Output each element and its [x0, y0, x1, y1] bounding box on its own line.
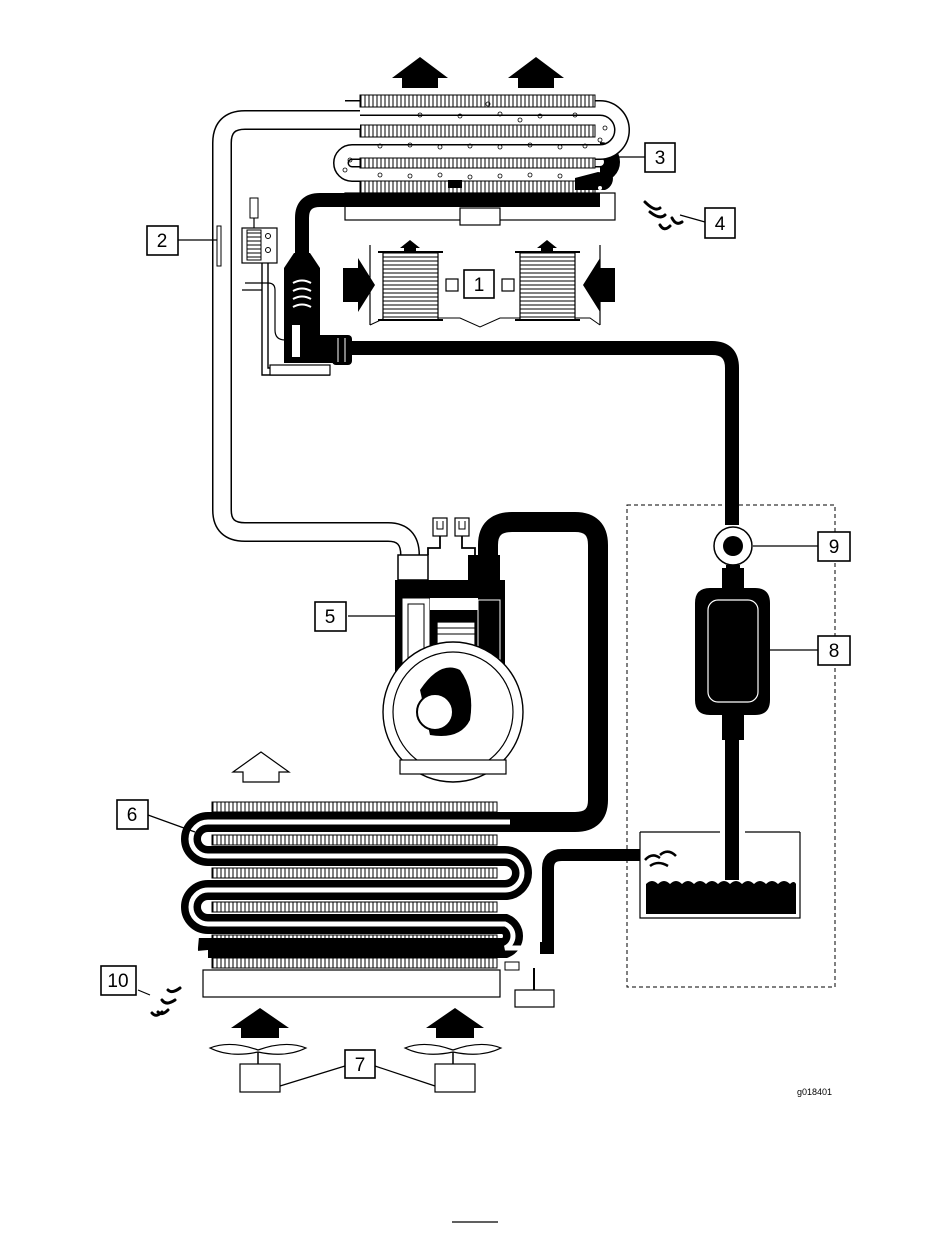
hot-air-outline-arrow [233, 752, 289, 782]
callout-1: 1 [464, 270, 494, 298]
callout-6: 6 [117, 800, 148, 829]
callout-4: 4 [705, 208, 735, 238]
cooled-air-flow-arrows [392, 57, 564, 88]
condenser-outlet-line [540, 855, 640, 948]
evaporator-fins-mid1 [360, 125, 595, 137]
figure-code: g018401 [797, 1087, 832, 1097]
svg-text:6: 6 [127, 805, 138, 826]
svg-text:3: 3 [655, 148, 666, 169]
svg-text:7: 7 [355, 1055, 366, 1076]
callout-10: 10 [101, 966, 136, 995]
svg-text:10: 10 [107, 971, 128, 992]
callout-3: 3 [645, 143, 675, 172]
evaporator-fins-bottom [360, 181, 595, 193]
evaporator-fins-top [360, 95, 595, 107]
condenser [191, 802, 554, 1007]
sight-glass [714, 527, 752, 571]
receiver-tank [640, 832, 800, 918]
callout-9: 9 [818, 532, 850, 561]
svg-text:5: 5 [325, 607, 336, 628]
evaporator-fins-mid2 [360, 158, 595, 168]
callout-2: 2 [147, 226, 178, 255]
svg-text:1: 1 [474, 275, 485, 296]
compressor [383, 518, 523, 782]
filter-dryer [695, 568, 770, 740]
callout-7: 7 [345, 1050, 375, 1078]
svg-text:8: 8 [829, 641, 840, 662]
callout-8: 8 [818, 636, 850, 665]
svg-text:4: 4 [715, 214, 726, 235]
callout-5: 5 [315, 602, 346, 631]
svg-text:9: 9 [829, 537, 840, 558]
expansion-valve [270, 253, 352, 375]
liquid-line [350, 348, 732, 525]
svg-text:2: 2 [157, 231, 168, 252]
